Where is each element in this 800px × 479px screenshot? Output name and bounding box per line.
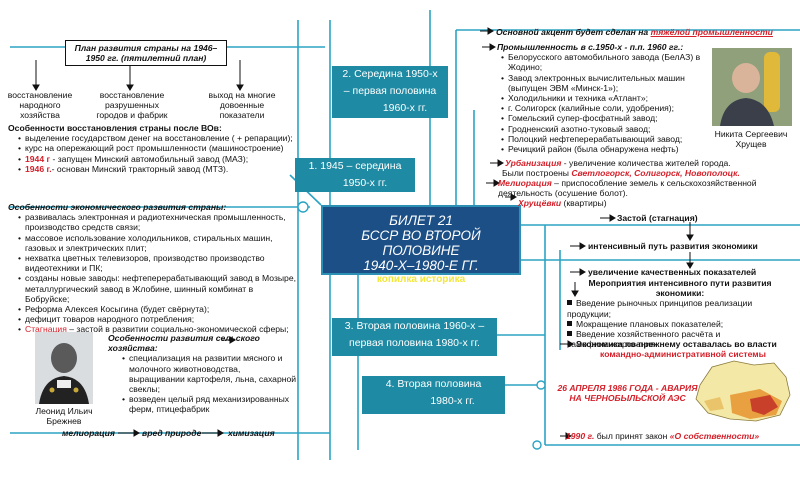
period-1-line2: 1950-х гг.: [295, 175, 415, 192]
measures-title: Мероприятия интенсивного пути развития э…: [565, 278, 795, 298]
junction-circle-right: [533, 441, 541, 449]
industry-item: Гомельский супер-фосфатный завод;: [501, 113, 707, 123]
economy-item: развивалась электронная и радиотехническ…: [18, 212, 298, 232]
industry-item: Гродненский азотно-туковый завод;: [501, 124, 707, 134]
industry-item: Холодильники и техника «Атлант»;: [501, 93, 707, 103]
restoration-item: курс на опережающий рост промышленности …: [18, 143, 293, 153]
agriculture-item: специализация на развитии мясного и моло…: [122, 353, 298, 394]
junction-circle-left: [298, 202, 308, 212]
period-4-line1: 4. Вторая половина: [362, 376, 505, 393]
economy-block: Особенности экономического развития стра…: [8, 202, 298, 335]
industry-item: Завод электронных вычислительных машин (…: [501, 73, 707, 93]
chain-melioration: мелиорация: [62, 428, 115, 438]
property-law: 1990 г. был принят закон «О собственност…: [566, 431, 796, 441]
economy-item: массовое использование холодильников, ст…: [18, 233, 298, 253]
period-2-box: 2. Середина 1950-х – первая половина 196…: [332, 66, 448, 118]
industry-block: Промышленность в с.1950-х - п.п. 1960 гг…: [497, 42, 707, 154]
chain-chemicalization: химизация: [228, 428, 275, 438]
agriculture-block: Особенности развития сельского хозяйства…: [108, 333, 298, 415]
built-cities: Были построены Светлогорск, Солигорск, Н…: [502, 168, 797, 178]
economy-item: дефицит товаров народного потребления;: [18, 314, 298, 324]
period-2-line2: – первая половина: [332, 83, 448, 100]
command-system-line1: Экономика по-прежнему оставалась во влас…: [576, 339, 777, 349]
measure-item: Введение рыночных принципов реализации п…: [565, 298, 795, 318]
stagnation-label: Застой (стагнация): [617, 213, 698, 223]
melioration: Мелиорация – приспособление земель к сел…: [498, 178, 793, 198]
period-2-line1: 2. Середина 1950-х: [332, 66, 448, 83]
plan-line2: 1950 гг. (пятилетний план): [66, 53, 226, 63]
industry-item: Речицкий район (была обнаружена нефть): [501, 144, 707, 154]
agriculture-item: возведен целый ряд механизированных ферм…: [122, 394, 298, 414]
restoration-item-mtz: 1946 г.- основан Минский тракторный заво…: [18, 164, 293, 174]
period-1-line1: 1. 1945 – середина: [295, 158, 415, 175]
restoration-block: Особенности восстановления страны после …: [8, 123, 293, 174]
period-3-box: 3. Вторая половина 1960-х – первая полов…: [332, 318, 497, 356]
period-2-line3: 1960-х гг.: [332, 100, 448, 117]
khrushchevki: Хрущёвки (квартиры): [518, 198, 718, 208]
ticket-number: БИЛЕТ 21: [323, 213, 519, 228]
restoration-title: Особенности восстановления страны после …: [8, 123, 293, 133]
restoration-item: выделение государством денег на восстано…: [18, 133, 293, 143]
industry-item: Белорусского автомобильного завода (БелА…: [501, 52, 707, 72]
urbanization: Урбанизация - увеличение количества жите…: [505, 158, 795, 168]
ticket-title: БССР ВО ВТОРОЙ ПОЛОВИНЕ: [323, 228, 519, 258]
five-year-plan-box: План развития страны на 1946– 1950 гг. (…: [65, 40, 227, 66]
ticket-title-box: БИЛЕТ 21 БССР ВО ВТОРОЙ ПОЛОВИНЕ 1940-Х–…: [321, 205, 521, 275]
economy-item: созданы новые заводы: нефтеперерабатываю…: [18, 273, 298, 304]
junction-circle-p4: [537, 381, 545, 389]
agriculture-title: Особенности развития сельского: [108, 333, 298, 343]
restoration-item-maz: 1944 г - запущен Минский автомобильный з…: [18, 154, 293, 164]
intensive-path-label: интенсивный путь развития экономики: [588, 241, 758, 251]
quality-indicators-label: увеличение качественных показателей: [588, 267, 756, 277]
contamination-map: [690, 355, 794, 425]
industry-item: Полоцкий нефтеперерабатывающий завод;: [501, 134, 707, 144]
heavy-industry-accent: Основной акцент будет сделан на тяжёлой …: [496, 27, 796, 37]
brezhnev-portrait: [35, 332, 93, 404]
ticket-period: 1940-Х–1980-Е ГГ.: [323, 258, 519, 273]
economy-item: нехватка цветных телевизоров, производст…: [18, 253, 298, 273]
ticket-subtitle: копилка историка: [323, 274, 519, 286]
period-1-box: 1. 1945 – середина 1950-х гг.: [295, 158, 415, 192]
industry-title: Промышленность в с.1950-х - п.п. 1960 гг…: [497, 42, 707, 52]
khrushchev-portrait: [712, 48, 792, 126]
period-3-line2: первая половина 1980-х гг.: [332, 335, 497, 352]
economy-title: Особенности экономического развития стра…: [8, 202, 298, 212]
measure-item: Мокращение плановых показателей;: [565, 319, 795, 329]
period-4-line2: 1980-х гг.: [362, 393, 505, 410]
period-3-line1: 3. Вторая половина 1960-х –: [332, 318, 497, 335]
economy-item: Реформа Алексея Косыгина (будет свёрнута…: [18, 304, 298, 314]
industry-item: г. Солигорск (калийные соли, удобрения);: [501, 103, 707, 113]
period-4-box: 4. Вторая половина 1980-х гг.: [362, 376, 505, 414]
chain-nature-harm: вред природе: [142, 428, 201, 438]
plan-line1: План развития страны на 1946–: [66, 43, 226, 53]
